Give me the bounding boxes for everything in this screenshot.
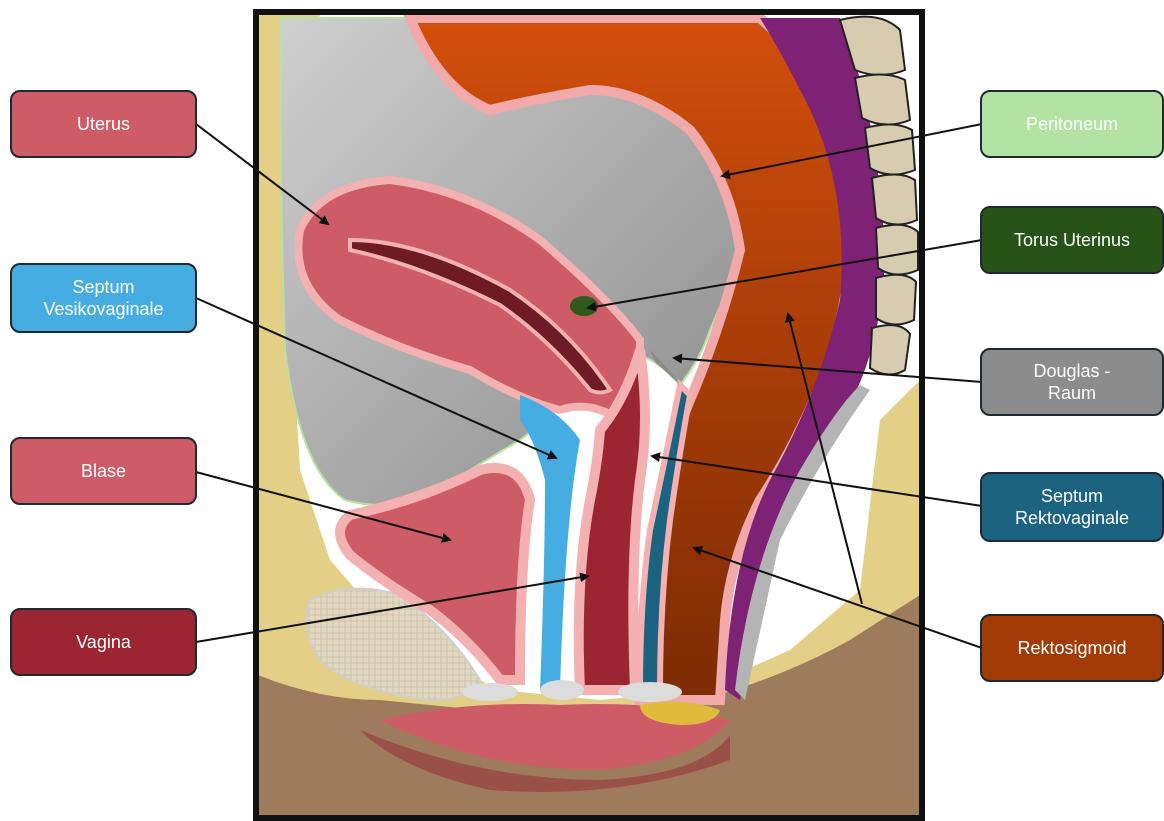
label-uterus: Uterus xyxy=(10,90,197,158)
anal-opening xyxy=(618,682,682,702)
vaginal-opening xyxy=(540,680,584,700)
label-septum-vesikovaginale: Septum Vesikovaginale xyxy=(10,263,197,333)
label-rektosigmoid: Rektosigmoid xyxy=(980,614,1164,682)
anatomy-drawing xyxy=(258,14,920,818)
urethral-opening xyxy=(462,683,518,701)
label-vagina: Vagina xyxy=(10,608,197,676)
label-blase: Blase xyxy=(10,437,197,505)
label-peritoneum: Peritoneum xyxy=(980,90,1164,158)
label-septum-rektovaginale: Septum Rektovaginale xyxy=(980,472,1164,542)
label-douglas-raum: Douglas - Raum xyxy=(980,348,1164,416)
label-torus-uterinus: Torus Uterinus xyxy=(980,206,1164,274)
